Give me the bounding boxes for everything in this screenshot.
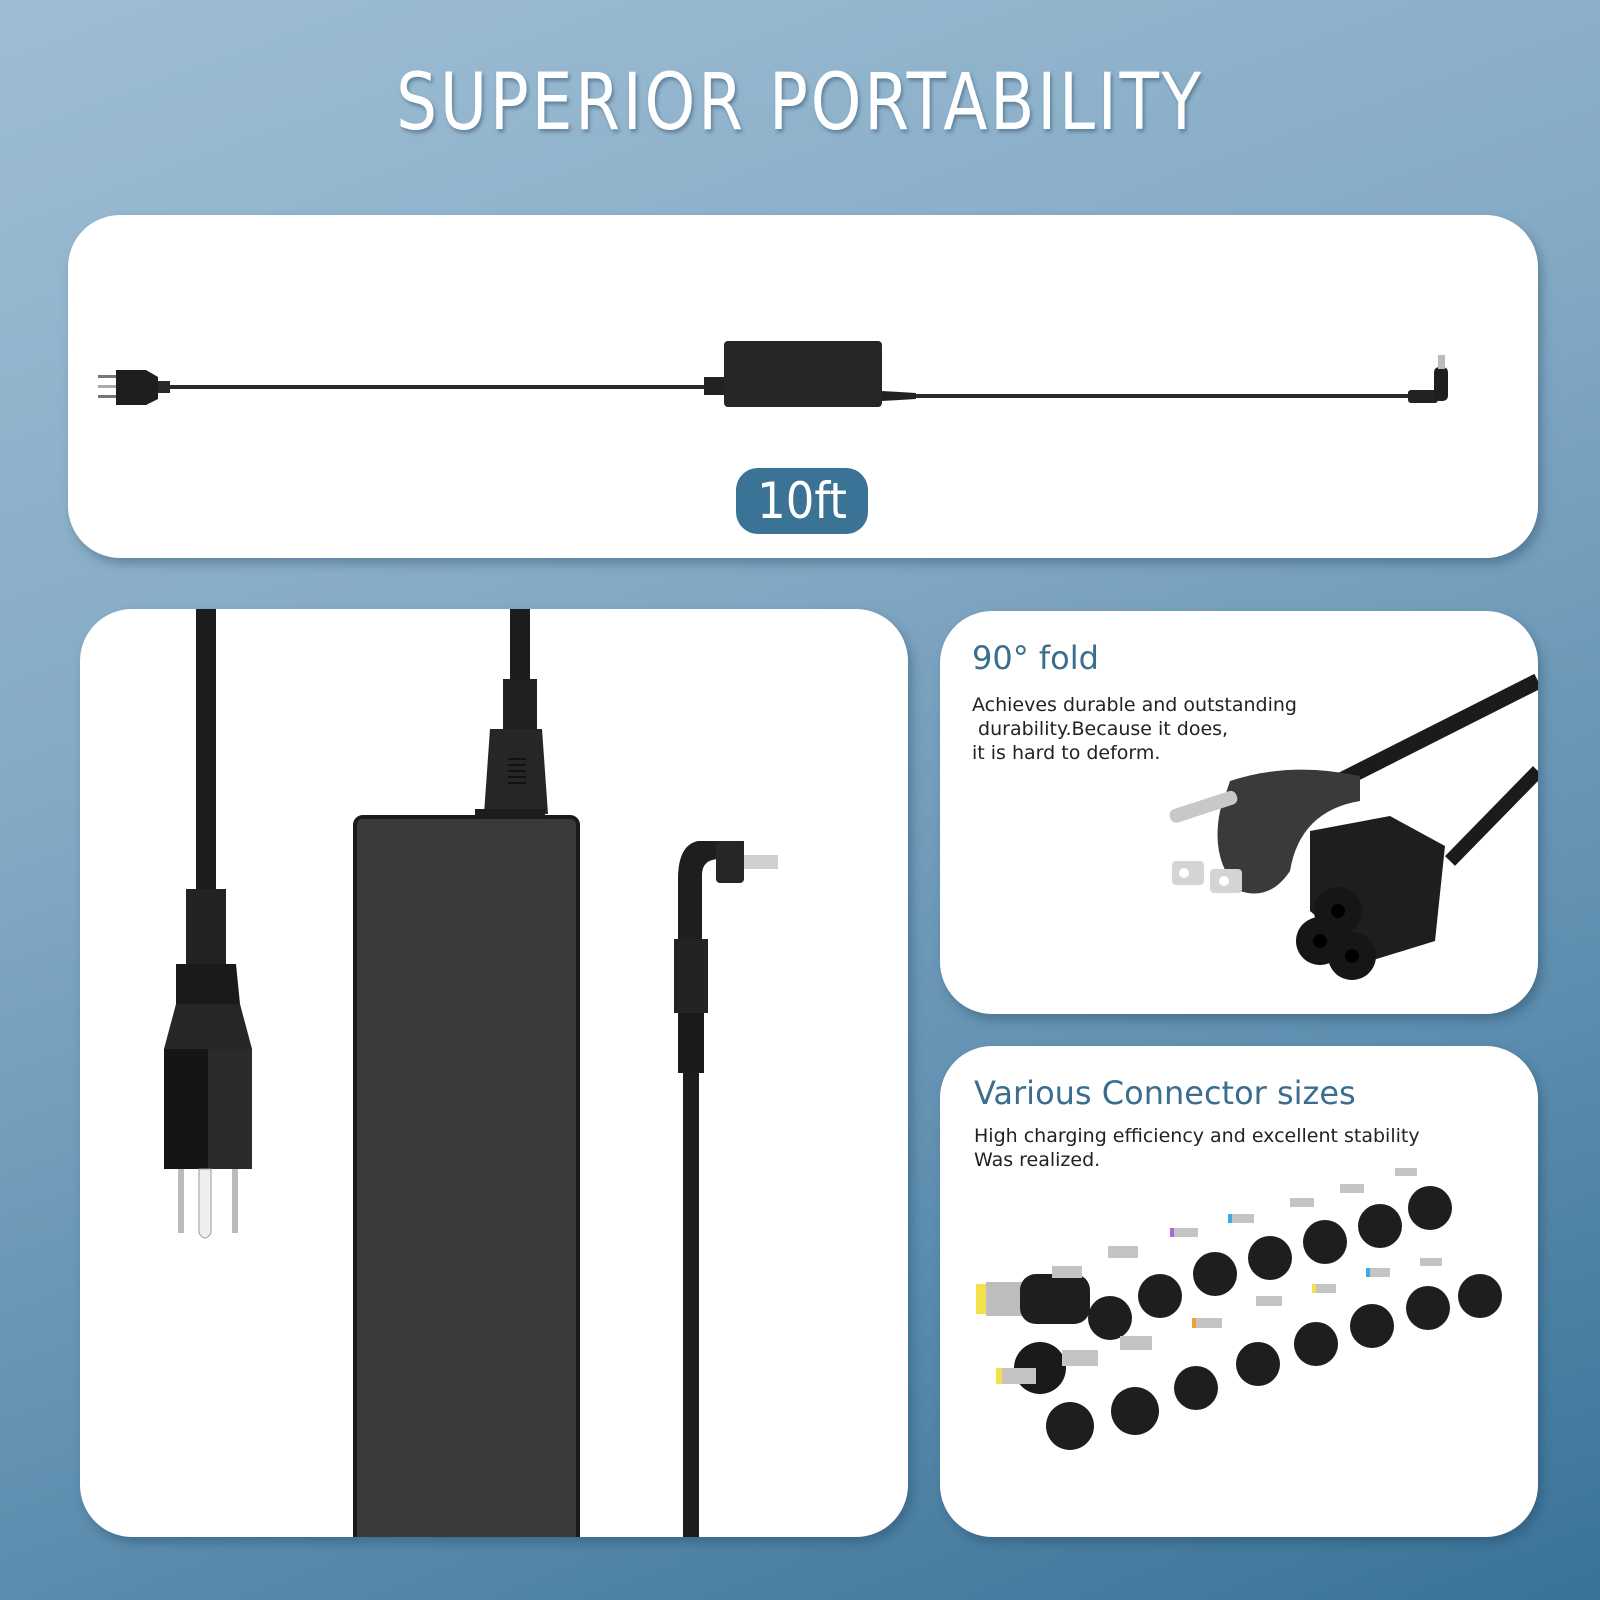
connector-heading: Various Connector sizes [974,1074,1356,1112]
fold-feature-card: 90° fold Achieves durable and outstandin… [940,611,1538,1014]
connector-description: High charging efficiency and excellent s… [974,1125,1420,1171]
fold-description: Achieves durable and outstanding durabil… [972,694,1297,764]
connector-sizes-card: Various Connector sizes High charging ef… [940,1046,1538,1537]
dc-tips-image [976,1168,1502,1450]
full-cable-image [98,341,1448,407]
cable-length-card: 10ft [68,215,1538,558]
cable-length-badge: 10ft [736,468,868,534]
adapter-closeup-card [80,609,908,1537]
power-adapter-image [164,609,778,1537]
page-title: SUPERIOR PORTABILITY [396,58,1204,148]
fold-heading: 90° fold [972,639,1099,677]
ac-cord-plug-image [1169,673,1538,980]
